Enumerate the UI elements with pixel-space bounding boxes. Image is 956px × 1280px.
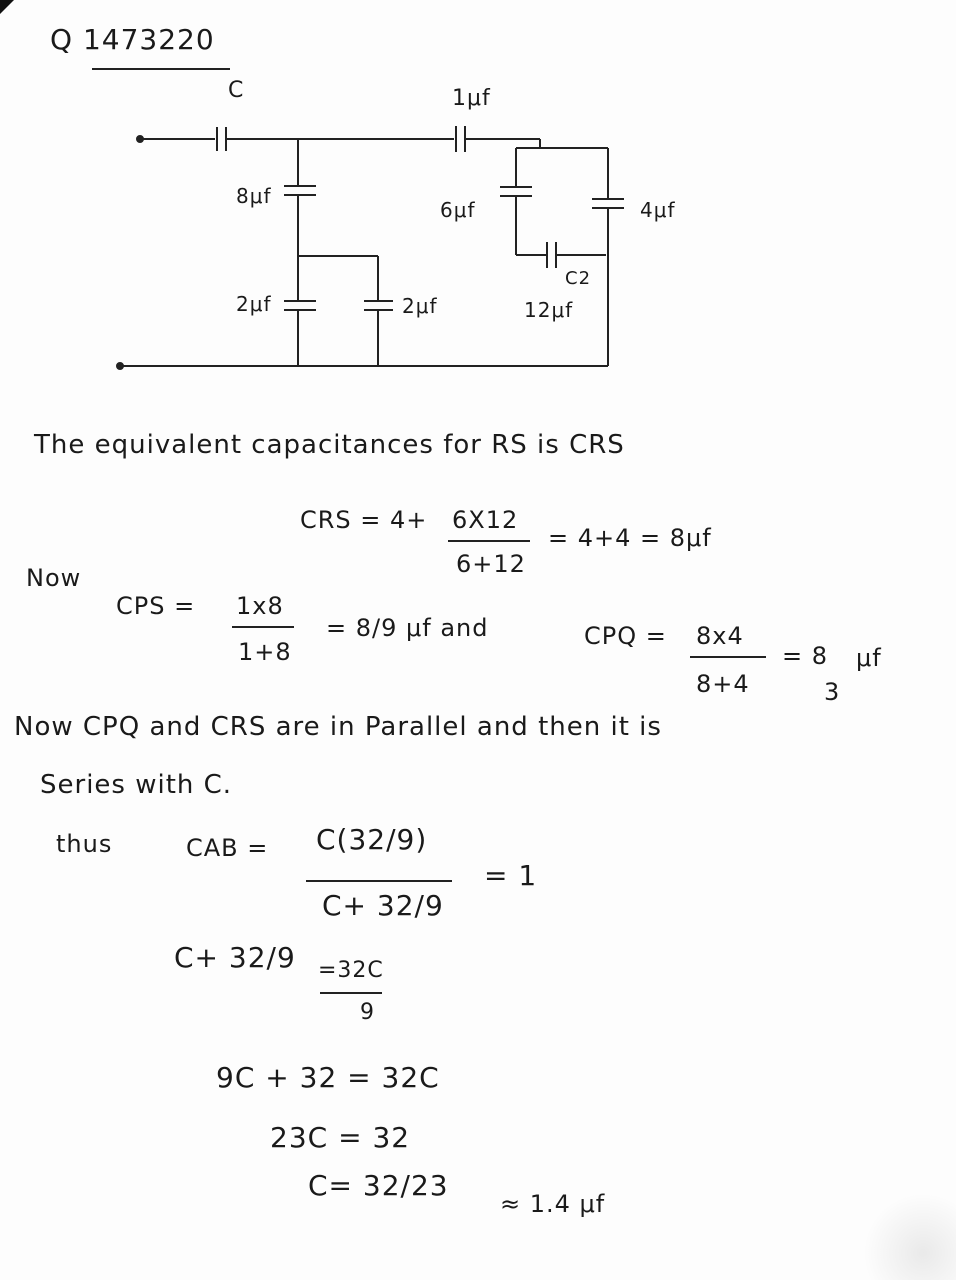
cab-denominator: C+ 32/9 (322, 889, 444, 922)
label-c2: C2 (565, 268, 592, 289)
label-8uf: 8μf (236, 184, 272, 208)
label-12uf: 12μf (524, 298, 574, 322)
cps-denominator: 1+8 (238, 638, 292, 666)
step1-fraction-bar (320, 992, 382, 994)
cab-numerator: C(32/9) (316, 823, 428, 856)
equivalent-crs-sentence: The equivalent capacitances for RS is CR… (34, 430, 625, 460)
crs-numerator: 6X12 (452, 506, 519, 534)
label-1uf: 1μf (452, 86, 491, 111)
cab-result: = 1 (484, 859, 538, 892)
cpq-fraction-bar (690, 656, 766, 658)
crs-lhs: CRS = 4+ (300, 506, 428, 534)
cps-numerator: 1x8 (236, 592, 284, 620)
cab-lhs: CAB = (186, 834, 269, 862)
final-answer: ≈ 1.4 μf (500, 1190, 606, 1218)
cpq-denominator: 8+4 (696, 670, 750, 698)
now-label: Now (26, 564, 82, 592)
label-c: C (228, 78, 245, 103)
label-6uf: 6μf (440, 198, 476, 222)
cpq-result-denominator: 3 (824, 678, 841, 706)
cpq-numerator: 8x4 (696, 622, 744, 650)
step1-lhs: C+ 32/9 (174, 941, 296, 974)
series-sentence: Series with C. (40, 770, 233, 800)
step4-equation: C= 32/23 (308, 1169, 449, 1202)
thus-label: thus (56, 830, 113, 858)
cpq-result: = 8 (782, 642, 829, 670)
cpq-lhs: CPQ = (584, 622, 667, 650)
label-2uf-right: 2μf (402, 294, 438, 318)
question-id: Q 1473220 (50, 23, 215, 56)
label-4uf: 4μf (640, 198, 676, 222)
question-id-underline (92, 68, 230, 70)
step1-denominator: 9 (360, 1000, 375, 1025)
step3-equation: 23C = 32 (270, 1121, 411, 1154)
cps-fraction-bar (232, 626, 294, 628)
cps-result: = 8/9 μf and (326, 614, 489, 642)
circuit-diagram (116, 126, 624, 370)
cpq-unit: μf (856, 644, 882, 672)
label-2uf-left: 2μf (236, 292, 272, 316)
step1-numerator: =32C (318, 958, 384, 983)
crs-denominator: 6+12 (456, 550, 526, 578)
crs-result: = 4+4 = 8μf (548, 524, 712, 552)
parallel-sentence: Now CPQ and CRS are in Parallel and then… (14, 712, 662, 742)
cab-fraction-bar (306, 880, 452, 882)
step2-equation: 9C + 32 = 32C (216, 1061, 440, 1094)
crs-fraction-bar (448, 540, 530, 542)
cps-lhs: CPS = (116, 592, 196, 620)
page-corner-mark (0, 0, 14, 14)
paper-texture-corner (846, 1190, 956, 1280)
